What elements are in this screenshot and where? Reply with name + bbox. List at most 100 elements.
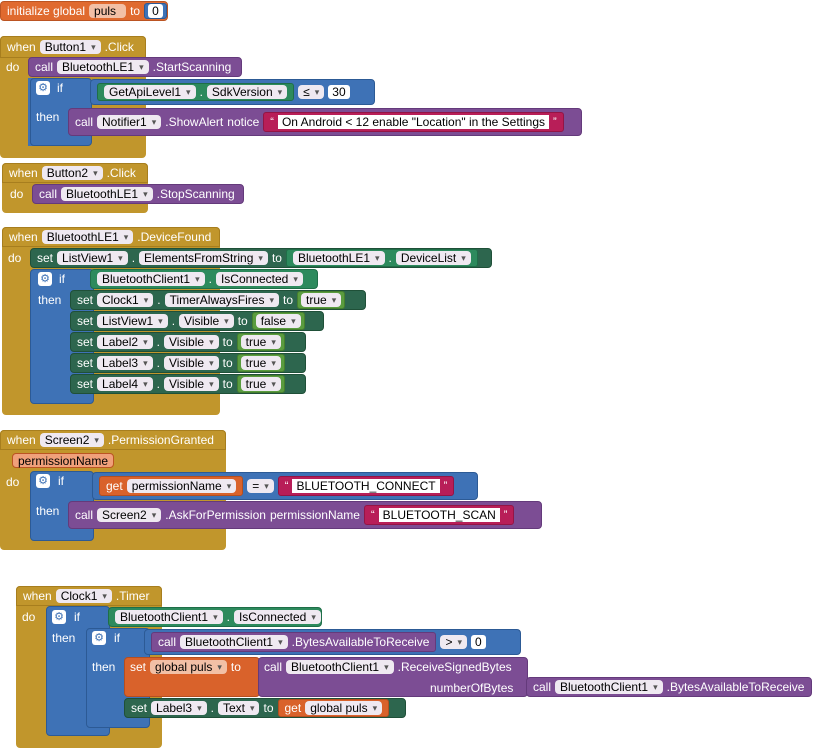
label3-dropdown[interactable]: Label3 [151,701,207,715]
boolean-block[interactable]: true [236,333,285,351]
when-label: when [23,589,52,603]
boolean-block[interactable]: false [251,312,305,330]
bluetoothclient1-dropdown[interactable]: BluetoothClient1 [115,610,223,624]
label3-dropdown[interactable]: Label3 [97,356,153,370]
bluetoothle1-dropdown[interactable]: BluetoothLE1 [292,251,385,265]
gear-icon[interactable]: ⚙ [36,474,50,488]
text-block[interactable]: “ BLUETOOTH_CONNECT ” [277,476,455,496]
ask-for-permission-call[interactable]: call Screen2 .AskForPermission permissio… [68,501,542,529]
isconnected-getter[interactable]: BluetoothClient1 . IsConnected [108,607,322,627]
notifier1-dropdown[interactable]: Notifier1 [97,115,162,129]
stop-scanning-call[interactable]: call BluetoothLE1 .StopScanning [32,184,244,204]
text-compare-block[interactable]: get permissionName = “ BLUETOOTH_CONNECT… [92,472,478,500]
devicefound-header[interactable]: when BluetoothLE1 .DeviceFound [2,227,220,247]
start-scanning-call[interactable]: call BluetoothLE1 .StartScanning [28,57,242,77]
property-dropdown[interactable]: ElementsFromString [139,251,268,265]
devicelist-getter[interactable]: BluetoothLE1 . DeviceList [285,249,478,267]
set-label4-visible[interactable]: set Label4 . Visible to true [70,374,306,394]
compare-block[interactable]: GetApiLevel1 . SdkVersion ≤ 30 [90,79,375,105]
set-label3-text[interactable]: set Label3 . Text to get global puls [124,698,406,718]
set-label3-visible[interactable]: set Label3 . Visible to true [70,353,306,373]
bluetoothle1-dropdown[interactable]: BluetoothLE1 [61,187,153,201]
sdkversion-dropdown[interactable]: SdkVersion [206,85,288,99]
initialize-global-block[interactable]: initialize global puls to 0 [0,1,168,21]
set-listview1-visible[interactable]: set ListView1 . Visible to false [70,311,324,331]
isconnected-dropdown[interactable]: IsConnected [215,272,303,286]
get-variable-block[interactable]: get permissionName [99,476,244,496]
clock1-dropdown[interactable]: Clock1 [55,589,112,603]
compare-number[interactable]: 0 [471,635,486,649]
bluetooth-scan-text[interactable]: BLUETOOTH_SCAN [378,508,500,522]
clock-timer-header[interactable]: when Clock1 .Timer [16,586,162,606]
property-dropdown[interactable]: TimerAlwaysFires [164,293,280,307]
listview1-dropdown[interactable]: ListView1 [57,251,128,265]
number-block[interactable]: 0 [144,3,167,19]
equals-dropdown[interactable]: = [247,479,274,493]
show-alert-call[interactable]: call Notifier1 .ShowAlert notice “ On An… [68,108,582,136]
bluetoothle1-dropdown[interactable]: BluetoothLE1 [57,60,149,74]
label4-dropdown[interactable]: Label4 [97,377,153,391]
boolean-block[interactable]: true [236,354,285,372]
bluetoothclient1-dropdown[interactable]: BluetoothClient1 [286,660,394,674]
set-label: set [77,314,94,328]
bluetoothle1-dropdown[interactable]: BluetoothLE1 [41,230,134,244]
operator-dropdown[interactable]: ≤ [298,85,325,99]
set-elements-from-string[interactable]: set ListView1 . ElementsFromString to Bl… [30,248,492,268]
boolean-dropdown[interactable]: true [240,335,281,349]
bluetoothclient1-dropdown[interactable]: BluetoothClient1 [180,635,288,649]
permission-granted-header[interactable]: when Screen2 .PermissionGranted [0,430,226,450]
boolean-dropdown[interactable]: true [240,377,281,391]
property-dropdown[interactable]: Visible [163,356,219,370]
screen2-dropdown[interactable]: Screen2 [97,508,162,522]
button2-dropdown[interactable]: Button2 [41,166,103,180]
permissionname-dropdown[interactable]: permissionName [126,479,237,493]
param-permissionname[interactable]: permissionName [12,453,115,468]
greater-than-dropdown[interactable]: > [440,635,468,649]
screen2-dropdown[interactable]: Screen2 [39,433,104,447]
then-label: then [92,660,116,674]
gear-icon[interactable]: ⚙ [52,610,66,624]
init-value[interactable]: 0 [148,4,163,18]
bytes-compare-block[interactable]: call BluetoothClient1 .BytesAvailableToR… [144,629,521,655]
gear-icon[interactable]: ⚙ [36,81,50,95]
isconnected-getter[interactable]: BluetoothClient1 . IsConnected [90,269,318,289]
button1-click-header[interactable]: when Button1 .Click [0,36,146,58]
isconnected-dropdown[interactable]: IsConnected [233,610,321,624]
listview1-dropdown[interactable]: ListView1 [97,314,168,328]
bluetoothclient1-dropdown[interactable]: BluetoothClient1 [555,680,663,694]
label2-dropdown[interactable]: Label2 [97,335,153,349]
text-dropdown[interactable]: Text [217,701,260,715]
gear-icon[interactable]: ⚙ [92,631,106,645]
devicelist-dropdown[interactable]: DeviceList [395,251,471,265]
gear-icon[interactable]: ⚙ [38,272,52,286]
boolean-block[interactable]: true [297,291,346,309]
bluetoothclient1-dropdown[interactable]: BluetoothClient1 [97,272,205,286]
bytes-available-call-2[interactable]: call BluetoothClient1 .BytesAvailableToR… [526,677,812,697]
alert-text[interactable]: On Android < 12 enable "Location" in the… [277,115,550,129]
bluetooth-connect-text[interactable]: BLUETOOTH_CONNECT [292,479,440,493]
property-dropdown[interactable]: Visible [179,314,234,328]
global-puls-dropdown[interactable]: global puls [305,701,383,715]
set-label2-visible[interactable]: set Label2 . Visible to true [70,332,306,352]
init-var-name[interactable]: puls [89,4,127,18]
boolean-dropdown[interactable]: true [240,356,281,370]
boolean-block[interactable]: true [236,375,285,393]
global-puls-dropdown[interactable]: global puls [150,660,227,674]
text-block[interactable]: “ BLUETOOTH_SCAN ” [363,505,515,525]
boolean-dropdown[interactable]: false [255,314,301,328]
property-dropdown[interactable]: Visible [163,377,219,391]
property-dropdown[interactable]: Visible [163,335,219,349]
compare-number[interactable]: 30 [328,85,350,99]
button1-dropdown[interactable]: Button1 [39,40,101,54]
bytes-available-call[interactable]: call BluetoothClient1 .BytesAvailableToR… [151,632,437,652]
clock1-dropdown[interactable]: Clock1 [97,293,154,307]
get-global-puls[interactable]: get global puls [277,699,390,717]
set-timeralwaysfires[interactable]: set Clock1 . TimerAlwaysFires to true [70,290,366,310]
get-label: get [106,479,123,493]
getapi-sdkversion-getter[interactable]: GetApiLevel1 . SdkVersion [97,83,295,101]
boolean-dropdown[interactable]: true [301,293,342,307]
text-block[interactable]: “ On Android < 12 enable "Location" in t… [263,112,564,132]
getapilevel1-dropdown[interactable]: GetApiLevel1 [104,85,196,99]
button2-click-header[interactable]: when Button2 .Click [2,163,148,183]
method-name: .StartScanning [152,60,232,74]
